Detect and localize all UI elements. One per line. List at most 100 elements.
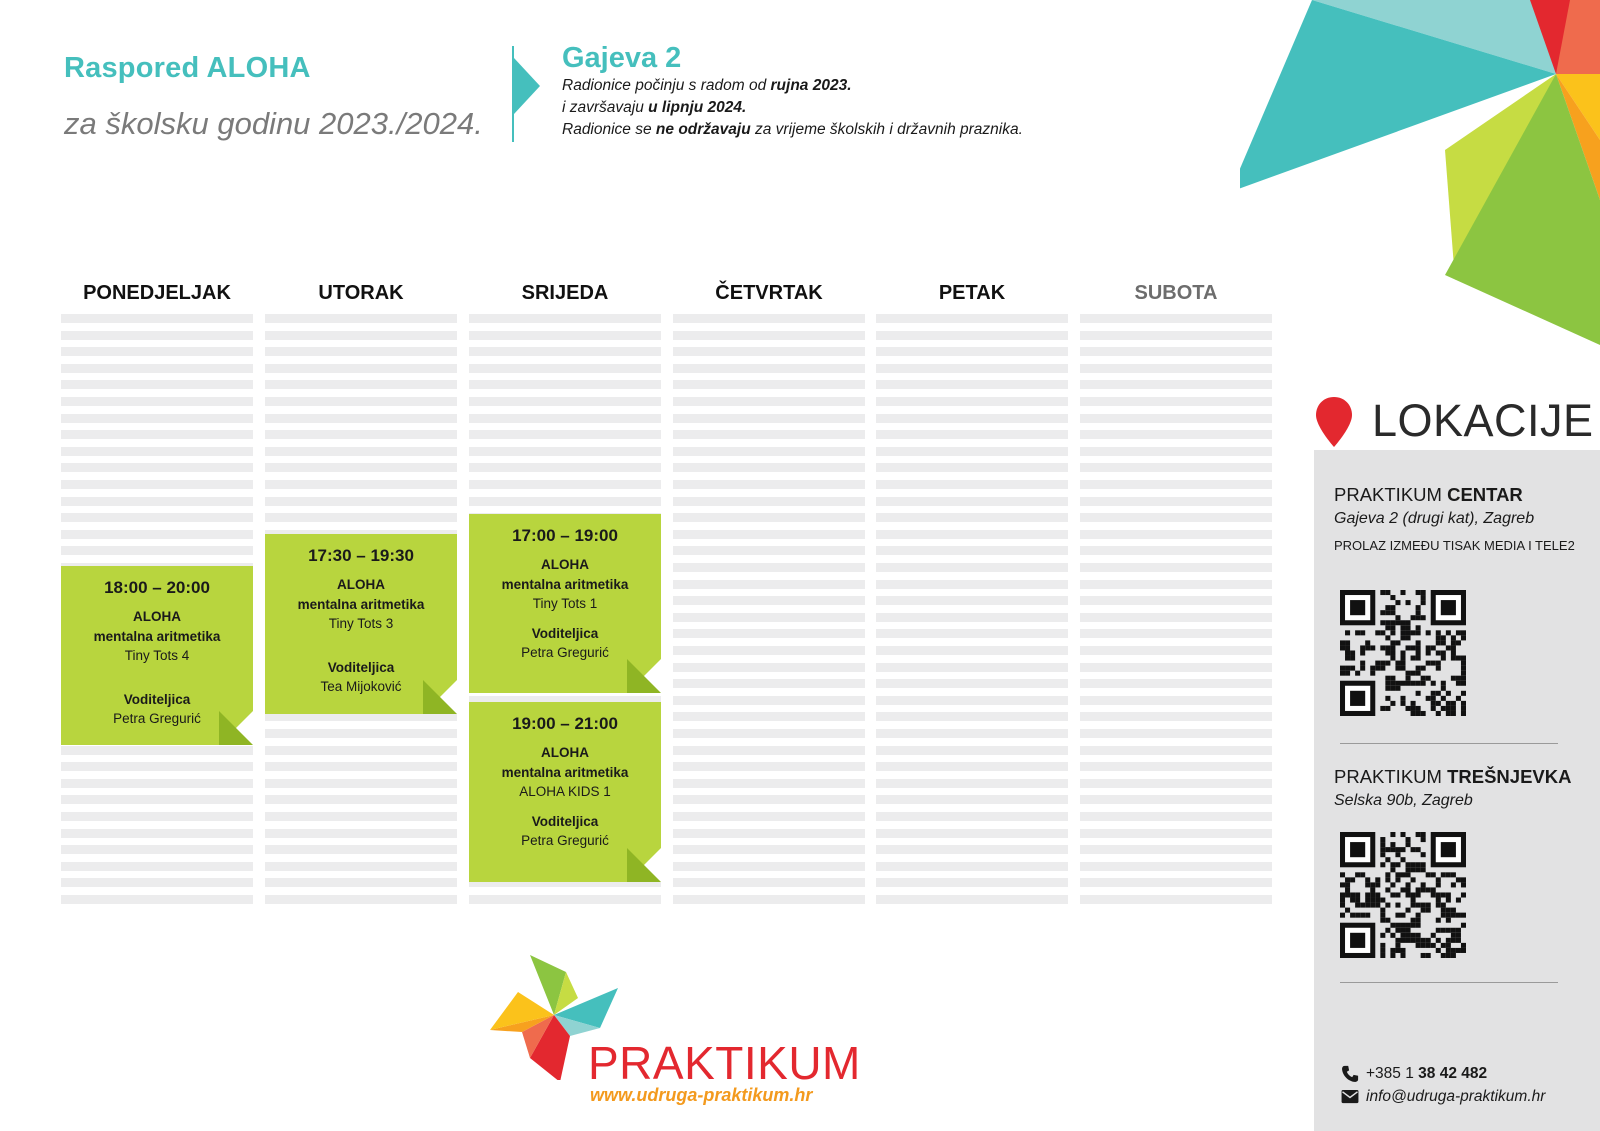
time-slot-row <box>265 812 457 821</box>
time-slot-row <box>673 529 865 539</box>
time-slot-row <box>673 795 865 805</box>
session-card[interactable]: 18:00 – 20:00 ALOHA mentalna aritmetika … <box>61 566 253 745</box>
time-slot-row <box>673 778 865 788</box>
time-slot-row <box>876 646 1068 655</box>
time-slot-row <box>673 679 865 689</box>
time-slot-row <box>469 347 661 357</box>
time-slot-row <box>265 314 457 323</box>
day-column-thursday <box>673 314 865 918</box>
schedule-title: Raspored ALOHA <box>64 52 311 84</box>
time-slot-row <box>61 778 253 788</box>
time-slot-row <box>61 314 253 323</box>
session-group: Tiny Tots 3 <box>328 616 394 631</box>
time-slot-row <box>673 878 865 888</box>
time-slot-row <box>1080 463 1272 473</box>
page-fold-icon <box>627 848 661 882</box>
time-slot-row <box>61 513 253 523</box>
time-slot-row <box>1080 745 1272 755</box>
time-slot-row <box>61 330 253 340</box>
time-slot-row <box>673 745 865 755</box>
qr-code-icon[interactable] <box>1340 590 1466 716</box>
time-slot-row <box>61 878 253 888</box>
day-column-monday: 18:00 – 20:00 ALOHA mentalna aritmetika … <box>61 314 253 918</box>
time-slot-row <box>61 446 253 456</box>
time-slot-row <box>1080 596 1272 606</box>
session-course: mentalna aritmetika <box>501 764 629 780</box>
time-slot-row <box>673 380 865 390</box>
arrow-right-icon <box>514 58 540 114</box>
contact-phone[interactable]: +385 1 38 42 482 <box>1340 1065 1487 1083</box>
time-slot-row <box>876 397 1068 406</box>
brand-url-link[interactable]: www.udruga-praktikum.hr <box>590 1085 813 1105</box>
time-slot-row <box>673 463 865 473</box>
time-slot-row <box>265 795 457 805</box>
time-slot-row <box>469 413 661 423</box>
praktikum-logo-icon <box>490 955 618 1080</box>
time-slot-row <box>1080 529 1272 539</box>
session-program: ALOHA <box>541 557 589 572</box>
time-slot-row <box>876 463 1068 473</box>
time-slot-row <box>876 314 1068 323</box>
time-slot-row <box>1080 513 1272 523</box>
time-slot-row <box>673 729 865 738</box>
location-tresnjevka-address: Selska 90b, Zagreb <box>1334 792 1473 809</box>
time-slot-row <box>673 895 865 904</box>
time-slot-row <box>1080 563 1272 572</box>
session-card[interactable]: 19:00 – 21:00 ALOHA mentalna aritmetika … <box>469 702 661 882</box>
note-line-end: i završavaju u lipnju 2024. <box>562 99 747 116</box>
time-slot-row <box>469 363 661 373</box>
time-slot-row <box>673 347 865 357</box>
time-slot-row <box>265 712 457 722</box>
time-slot-row <box>265 496 457 506</box>
time-slot-row <box>876 812 1068 821</box>
time-slot-row <box>673 812 865 821</box>
time-slot-row <box>265 380 457 390</box>
time-slot-row <box>265 430 457 440</box>
time-slot-row <box>469 430 661 440</box>
time-slot-row <box>876 745 1068 755</box>
time-slot-row <box>876 878 1068 888</box>
note-line-start: Radionice počinju s radom od rujna 2023. <box>562 77 852 94</box>
contact-email[interactable]: info@udruga-praktikum.hr <box>1340 1088 1545 1106</box>
time-slot-row <box>876 413 1068 423</box>
time-slot-row <box>469 397 661 406</box>
time-slot-row <box>876 596 1068 606</box>
time-slot-row <box>673 646 865 655</box>
time-slot-row <box>673 828 865 838</box>
time-slot-row <box>1080 363 1272 373</box>
time-slot-row <box>469 695 661 705</box>
time-slot-row <box>876 529 1068 539</box>
session-program: ALOHA <box>541 745 589 760</box>
time-slot-row <box>876 513 1068 523</box>
time-slot-row <box>1080 878 1272 888</box>
qr-code-icon[interactable] <box>1340 832 1466 958</box>
day-header-friday: PETAK <box>938 282 1006 304</box>
time-slot-row <box>1080 496 1272 506</box>
time-slot-row <box>1080 546 1272 556</box>
time-slot-row <box>1080 629 1272 639</box>
time-slot-row <box>265 845 457 855</box>
day-column-wednesday: 17:00 – 19:00 ALOHA mentalna aritmetika … <box>469 314 661 918</box>
location-tresnjevka-name: PRAKTIKUM TREŠNJEVKA <box>1334 766 1572 787</box>
time-slot-row <box>876 546 1068 556</box>
time-slot-row <box>673 612 865 622</box>
session-card[interactable]: 17:30 – 19:30 ALOHA mentalna aritmetika … <box>265 534 457 714</box>
session-program: ALOHA <box>337 577 385 592</box>
time-slot-row <box>265 745 457 755</box>
time-slot-row <box>469 314 661 323</box>
time-slot-row <box>876 430 1068 440</box>
teacher-label: Voditeljica <box>531 813 599 829</box>
time-slot-row <box>61 795 253 805</box>
day-header-wednesday: SRIJEDA <box>521 282 609 304</box>
time-slot-row <box>673 330 865 340</box>
time-slot-row <box>61 546 253 556</box>
session-card[interactable]: 17:00 – 19:00 ALOHA mentalna aritmetika … <box>469 514 661 693</box>
envelope-icon <box>1341 1090 1359 1104</box>
time-slot-row <box>876 828 1068 838</box>
time-slot-row <box>876 363 1068 373</box>
time-slot-row <box>1080 795 1272 805</box>
time-slot-row <box>1080 679 1272 689</box>
time-slot-row <box>265 729 457 738</box>
time-slot-row <box>265 413 457 423</box>
session-course: mentalna aritmetika <box>297 596 425 612</box>
